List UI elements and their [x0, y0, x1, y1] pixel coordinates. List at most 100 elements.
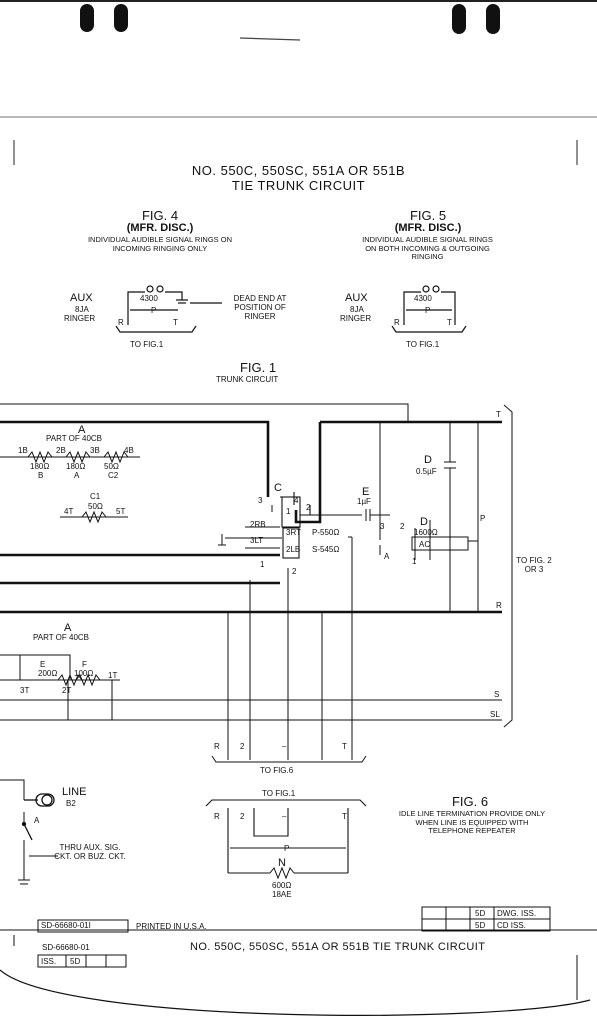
- to-fig-6: TO FIG.6: [260, 766, 294, 775]
- lead-p: P: [480, 514, 486, 523]
- relay-d-label: D: [420, 516, 428, 528]
- fig5-to-fig: TO FIG.1: [406, 340, 440, 349]
- fig5-p-label: P: [425, 306, 431, 315]
- fig4-subtitle: (MFR. DISC.): [126, 222, 194, 234]
- fig4-to-fig: TO FIG.1: [130, 340, 164, 349]
- fig4-t-label: T: [173, 318, 178, 327]
- relay-d-3: 3: [380, 522, 385, 531]
- fig6-n-value: 600Ω: [272, 881, 292, 890]
- fig1-heavy-wires: [0, 420, 502, 614]
- winding-s-value: S-545Ω: [312, 545, 340, 554]
- diagram-title-line-1: NO. 550C, 550SC, 551A OR 551B: [191, 163, 406, 178]
- relay-d-a: A: [384, 552, 390, 561]
- fig5-t-label: T: [447, 318, 452, 327]
- binder-hole-1: [80, 4, 94, 32]
- fig4-aux: AUX: [70, 292, 93, 304]
- term-3t: 3T: [20, 686, 30, 695]
- relay-c-label: C: [274, 482, 282, 494]
- res-c1-value: 50Ω: [88, 502, 103, 511]
- res-2b: 2B: [56, 446, 66, 455]
- line-lamp-label: LINE: [62, 786, 87, 798]
- res-a: A: [74, 471, 80, 480]
- res-f-value: 100Ω: [74, 669, 94, 678]
- contact-2: 2: [292, 567, 297, 576]
- thru-aux-note: THRU AUX. SIG. CKT. OR BUZ. CKT.: [54, 843, 126, 861]
- issue-value: 5D: [70, 957, 81, 966]
- relay-d-2: 2: [400, 522, 405, 531]
- fig5-aux-code: 8JA: [350, 305, 364, 314]
- fig4-aux-code: 8JA: [75, 305, 89, 314]
- res-3b: 3B: [90, 446, 100, 455]
- cd-iss-label: CD ISS.: [497, 921, 526, 930]
- key-a: A: [34, 816, 40, 825]
- dwg-iss-label: DWG. ISS.: [497, 909, 537, 918]
- fig1-subtitle: TRUNK CIRCUIT: [216, 375, 279, 384]
- fig4-p-label: P: [151, 306, 157, 315]
- fig6-caption: IDLE LINE TERMINATION PROVIDE ONLY WHEN …: [398, 809, 546, 835]
- fig5-title: FIG. 5: [409, 208, 447, 223]
- dwg-iss-value: 5D: [475, 909, 486, 918]
- res-c1: C1: [90, 492, 101, 501]
- relay-c-3: 3: [258, 496, 263, 505]
- line-lamp-key: [21, 793, 55, 841]
- relay-c-1: 1: [286, 507, 291, 516]
- resistors: [27, 450, 295, 880]
- bottom-lead-dash: –: [282, 742, 287, 751]
- res-180-a-value: 180Ω: [66, 462, 86, 471]
- res-a-part: PART OF 40CB: [46, 434, 103, 443]
- lead-r: R: [496, 601, 502, 610]
- fig6-title: FIG. 6: [451, 794, 489, 809]
- fig1-light-wires: [0, 403, 513, 885]
- printed-in-usa: PRINTED IN U.S.A.: [136, 922, 207, 931]
- fig6-n: N: [278, 857, 286, 869]
- fig5-ringer-value: 4300: [414, 294, 432, 303]
- fig5-aux-ringer: RINGER: [340, 314, 372, 323]
- binder-hole-2: [114, 4, 128, 32]
- res-c1-5t: 5T: [116, 507, 126, 516]
- fig4-title: FIG. 4: [141, 208, 179, 223]
- res-f: F: [82, 660, 87, 669]
- drawing-number-box: SD-66680-01I: [41, 921, 91, 930]
- res-4b: 4B: [124, 446, 134, 455]
- relay-d-ac: AC: [419, 540, 431, 549]
- fig5-subtitle: (MFR. DISC.): [394, 222, 462, 234]
- bottom-lead-t: T: [342, 742, 347, 751]
- fig5-ringer: [391, 285, 467, 333]
- cap-e-label: E: [362, 486, 370, 498]
- scan-mark: [239, 37, 301, 41]
- fig6-r: R: [214, 812, 220, 821]
- cap-d-value: 0.5µF: [416, 467, 437, 476]
- winding-3lt: 3LT: [250, 536, 264, 545]
- fig6-p: P: [284, 844, 290, 853]
- contact-1: 1: [260, 560, 265, 569]
- cap-e-value: 1µF: [357, 497, 371, 506]
- fig5-aux: AUX: [345, 292, 368, 304]
- fig4-caption: INDIVIDUAL AUDIBLE SIGNAL RINGS ON INCOM…: [87, 235, 233, 253]
- winding-2lb: 2LB: [286, 545, 301, 554]
- fig4-dead-end-note: DEAD END AT POSITION OF RINGER: [233, 294, 287, 321]
- fig4-r-label: R: [118, 318, 124, 327]
- cap-d-label: D: [424, 454, 432, 466]
- line-lamp-b2: B2: [66, 799, 76, 808]
- fig5-caption: INDIVIDUAL AUDIBLE SIGNAL RINGS ON BOTH …: [362, 235, 493, 261]
- binder-hole-4: [486, 4, 500, 34]
- fig4-ringer-value: 4300: [140, 294, 158, 303]
- lead-sl: SL: [490, 710, 500, 719]
- fig6-2: 2: [240, 812, 245, 821]
- fig6-dash: –: [282, 812, 287, 821]
- lead-t: T: [496, 410, 501, 419]
- fig5-r-label: R: [394, 318, 400, 327]
- footer-lines: [0, 906, 597, 1016]
- res-e: E: [40, 660, 46, 669]
- res-a2-letter: A: [64, 622, 72, 634]
- top-edge: [0, 0, 597, 2]
- res-180-b-value: 180Ω: [30, 462, 50, 471]
- winding-2rb: 2RB: [250, 520, 266, 529]
- bottom-title: NO. 550C, 550SC, 551A OR 551B TIE TRUNK …: [190, 941, 486, 953]
- fig6-to-fig1: TO FIG.1: [262, 789, 296, 798]
- lead-s: S: [494, 690, 500, 699]
- bottom-lead-2: 2: [240, 742, 245, 751]
- relay-d-value: 1600Ω: [414, 528, 438, 537]
- res-1b: 1B: [18, 446, 28, 455]
